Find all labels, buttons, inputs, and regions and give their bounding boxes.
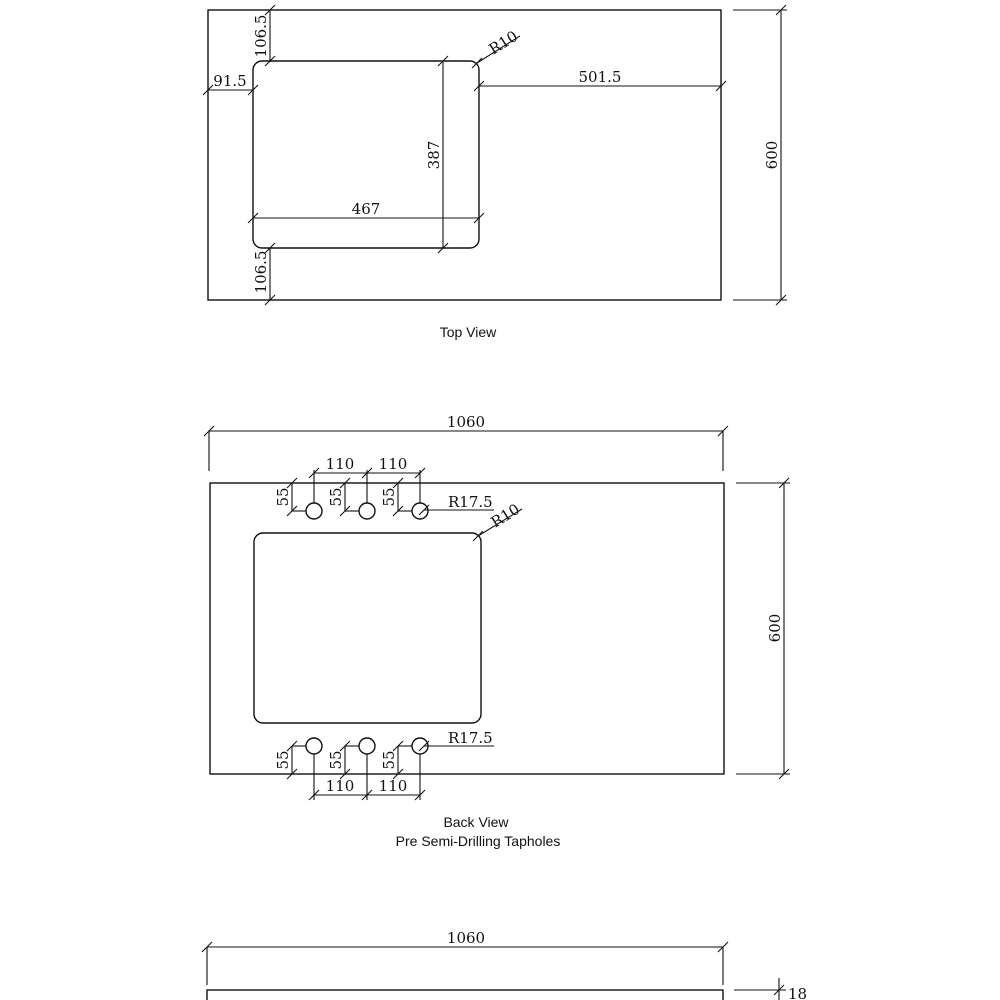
- dim-bottom-hole-offsets: 55 55 55: [274, 740, 412, 780]
- side-view-outline: [206, 989, 724, 1000]
- dim-bottom-hole-radius: R17.5: [418, 729, 494, 752]
- side-view: 1060 18: [201, 929, 807, 1000]
- dim-top-hole-radius: R17.5: [418, 493, 494, 516]
- dim-right-offset-label: 501.5: [579, 68, 622, 86]
- dim-side-thickness: 18: [734, 978, 807, 1000]
- dim-top-hole-offsets: 55 55 55: [274, 477, 412, 517]
- dim-side-thickness-label: 18: [788, 985, 807, 1000]
- top-view-caption: Top View: [440, 324, 497, 340]
- dim-bottom-offset: 106.5: [252, 242, 276, 306]
- dim-back-total-width-label: 1060: [447, 413, 485, 431]
- back-view-bowl-cutout: [253, 532, 482, 724]
- back-view-caption-line2: Pre Semi-Drilling Tapholes: [396, 833, 561, 849]
- dim-bottom-hole-spacing-1-label: 110: [326, 777, 355, 795]
- dim-back-total-depth: 600: [736, 477, 790, 780]
- dim-top-hole-offset-1-label: 55: [274, 487, 292, 506]
- dim-top-hole-spacing-1-label: 110: [326, 455, 355, 473]
- taphole-bottom-1: [305, 737, 323, 755]
- dim-bowl-width: 467: [247, 200, 485, 224]
- dim-top-hole-spacing-2-label: 110: [379, 455, 408, 473]
- dim-side-total-width-label: 1060: [447, 929, 485, 947]
- taphole-top-2: [358, 502, 376, 520]
- dim-top-hole-offset-3-label: 55: [380, 487, 398, 506]
- back-view: 1060 110 110 55: [203, 413, 790, 849]
- dim-corner-radius: R10: [471, 27, 521, 69]
- dim-bottom-hole-offset-3-label: 55: [380, 750, 398, 769]
- dim-total-depth-label: 600: [763, 141, 781, 170]
- dim-left-offset: 91.5: [202, 72, 259, 96]
- taphole-bottom-2: [358, 737, 376, 755]
- dim-bottom-hole-spacing: 110 110: [308, 754, 426, 801]
- dim-back-total-width: 1060: [203, 413, 729, 471]
- dim-top-offset: 106.5: [252, 4, 276, 67]
- back-view-outline: [209, 482, 725, 775]
- dim-top-hole-offset-2-label: 55: [327, 487, 345, 506]
- dim-bowl-width-label: 467: [352, 200, 381, 218]
- dim-bottom-hole-offset-1-label: 55: [274, 750, 292, 769]
- dim-bottom-hole-offset-2-label: 55: [327, 750, 345, 769]
- dim-top-hole-radius-label: R17.5: [448, 493, 493, 511]
- taphole-top-3: [411, 502, 429, 520]
- dim-top-hole-spacing: 110 110: [308, 455, 426, 503]
- top-view: 106.5 91.5 R10 501.5 387: [202, 4, 787, 340]
- dim-top-offset-label: 106.5: [252, 15, 270, 58]
- dim-bowl-depth: 387: [425, 55, 449, 254]
- top-view-bowl-cutout: [252, 60, 480, 249]
- dim-bowl-depth-label: 387: [425, 141, 443, 170]
- dim-left-offset-label: 91.5: [213, 72, 246, 90]
- dim-bottom-hole-radius-label: R17.5: [448, 729, 493, 747]
- taphole-top-1: [305, 502, 323, 520]
- dim-bottom-offset-label: 106.5: [252, 251, 270, 294]
- dim-total-depth: 600: [733, 4, 787, 306]
- dim-bottom-hole-spacing-2-label: 110: [379, 777, 408, 795]
- dim-back-total-depth-label: 600: [766, 614, 784, 643]
- back-view-caption-line1: Back View: [443, 814, 509, 830]
- dim-right-offset: 501.5: [473, 68, 727, 92]
- dim-side-total-width: 1060: [201, 929, 729, 985]
- top-view-outline: [207, 9, 722, 301]
